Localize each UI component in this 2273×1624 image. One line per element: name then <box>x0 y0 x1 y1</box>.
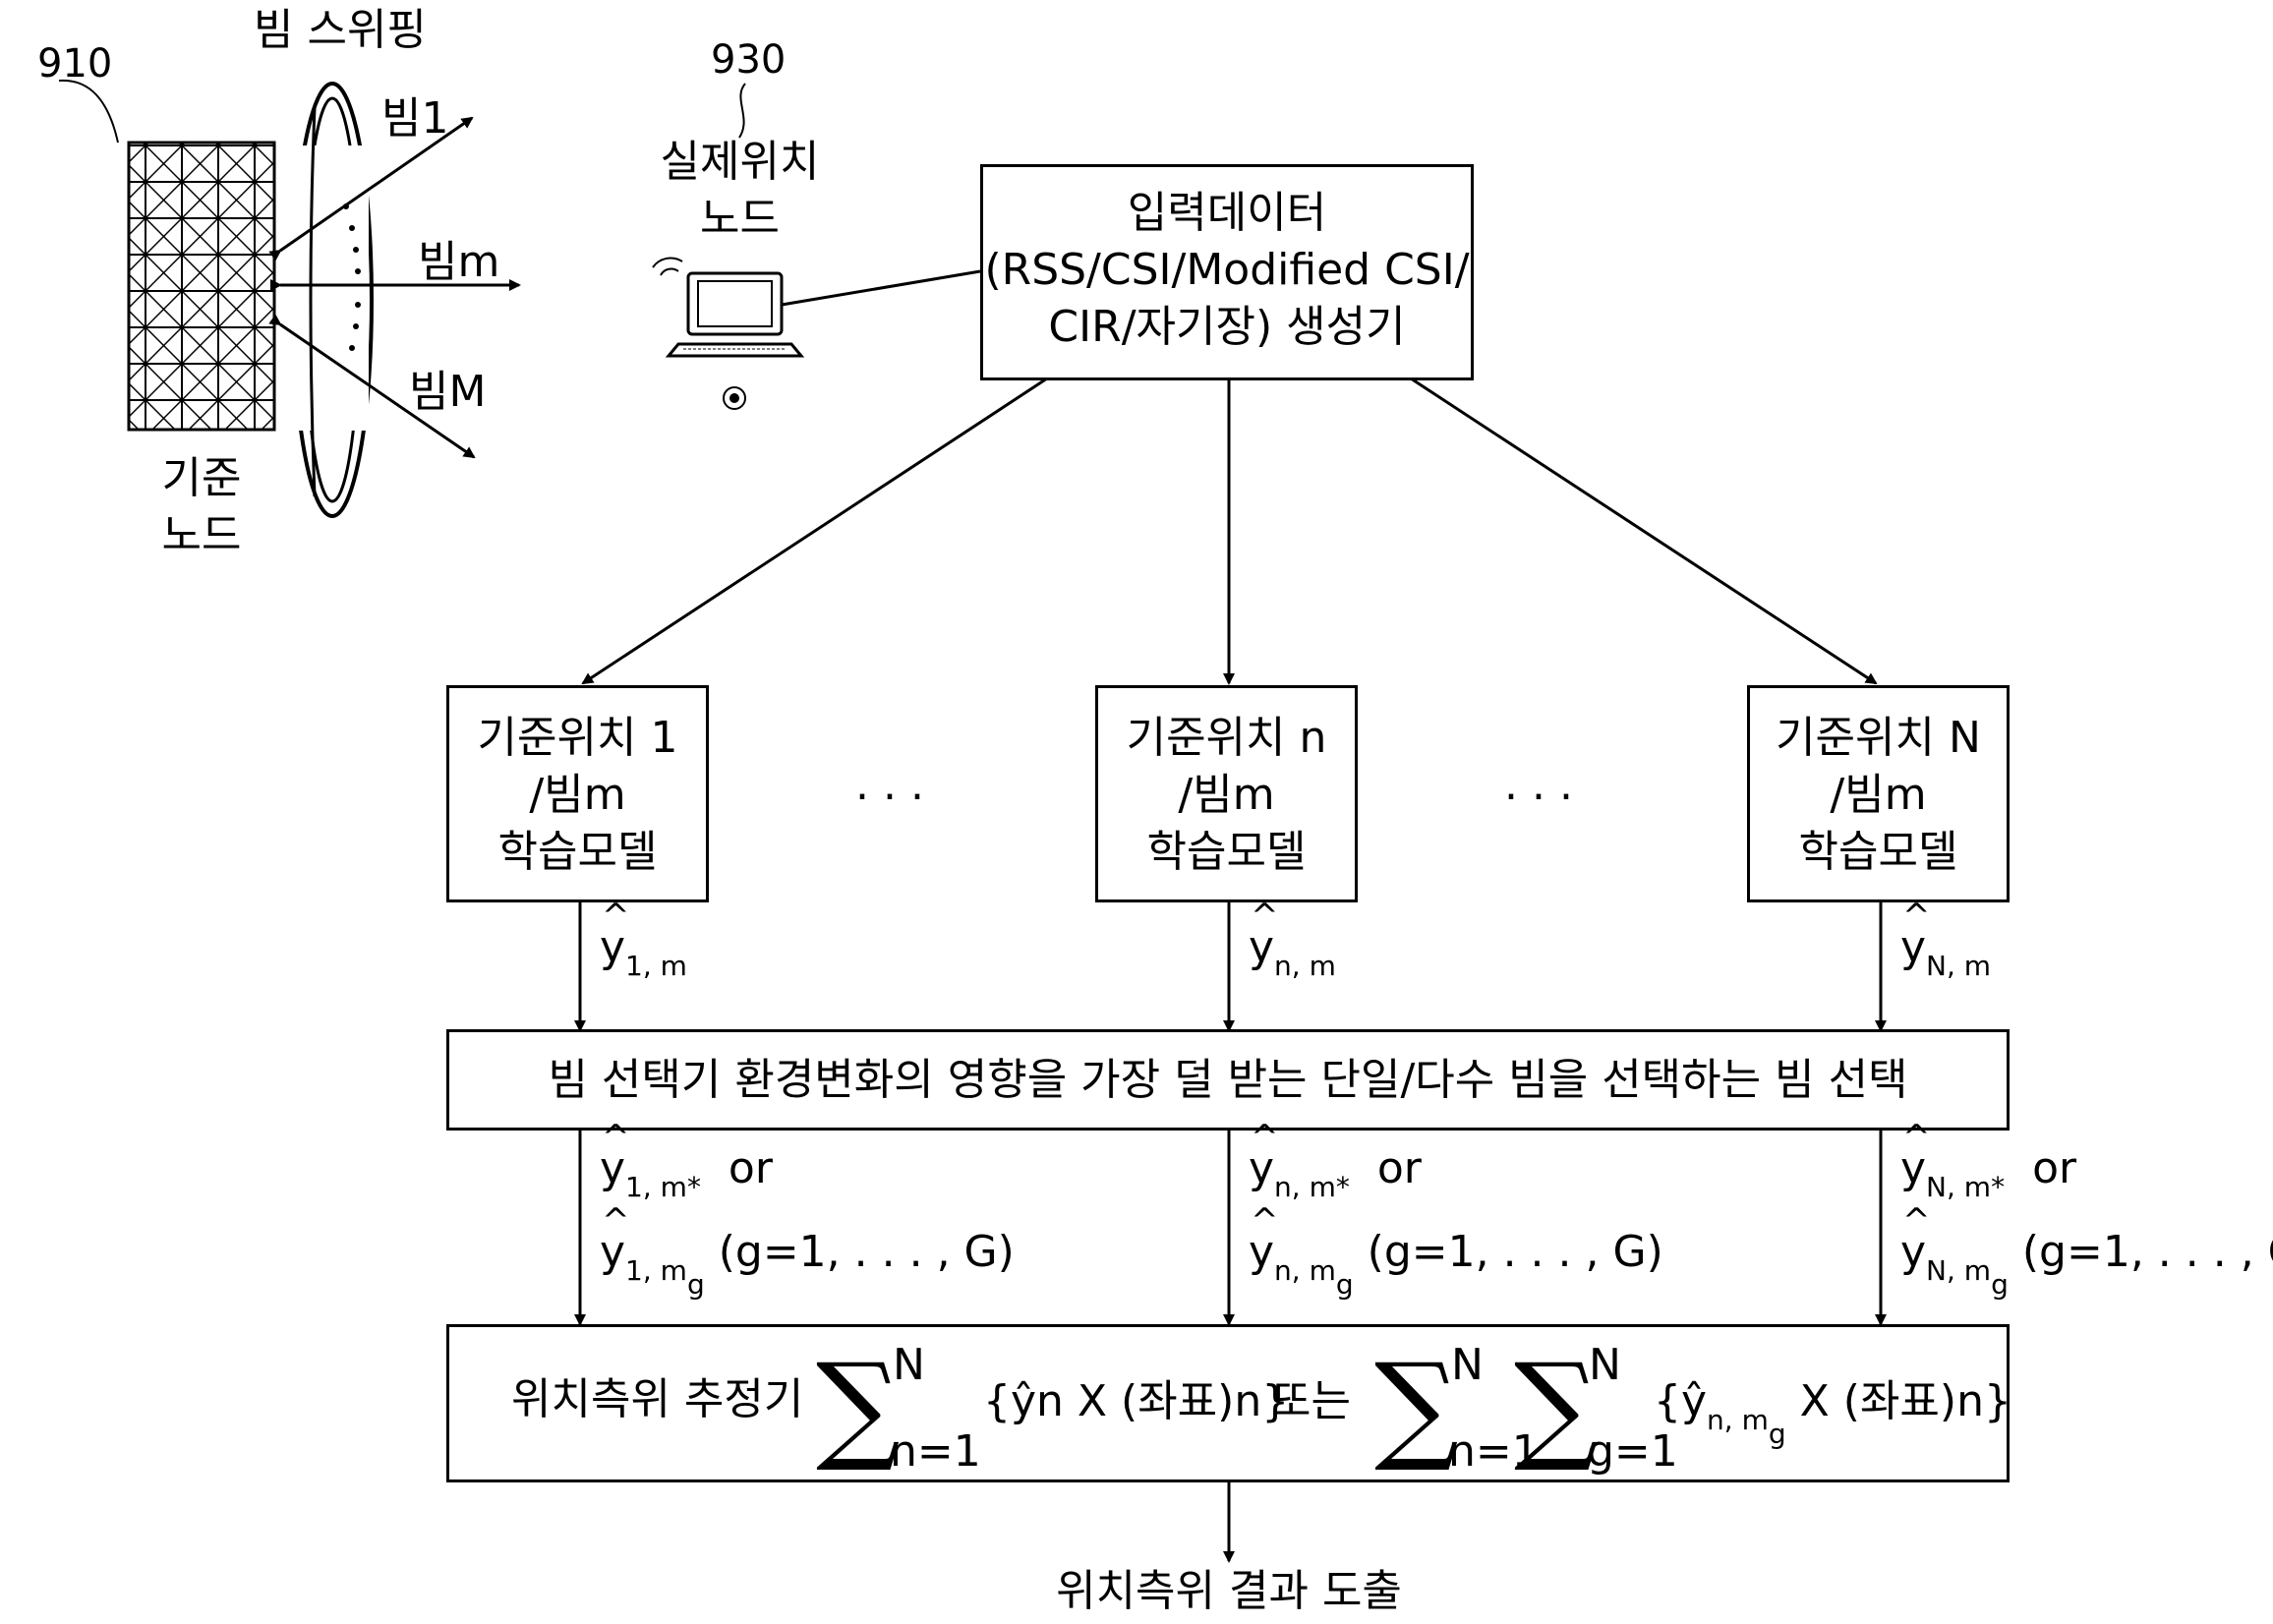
estimator-term-2: {ŷn, mg X (좌표)n} <box>1654 1373 2011 1463</box>
ellipsis-2: . . . <box>1504 757 1573 814</box>
laptop-generator-link <box>782 271 980 305</box>
antenna-array <box>129 143 274 430</box>
arrow-gen-modelN <box>1411 378 1876 683</box>
selected-1: y1, m* or y1, mg (g=1, . . . , G) <box>600 1140 1015 1313</box>
yhat-n-m: yn, m <box>1249 919 1336 995</box>
yhat-N-m: yN, m <box>1900 919 1991 995</box>
arrow-gen-model1 <box>583 378 1047 683</box>
selected-N: yN, m* or yN, mg (g=1, . . . , G) <box>1900 1140 2273 1313</box>
beam-sweeping-label: 빔 스위핑 <box>254 2 427 59</box>
sum3-upper: N <box>1589 1337 1621 1394</box>
or-korean: 또는 <box>1271 1373 1351 1430</box>
model-box-n: 기준위치 n/빔m학습모델 <box>1095 685 1358 902</box>
ref-930: 930 <box>711 31 786 88</box>
result-label: 위치측위 결과 도출 <box>1032 1563 1426 1620</box>
yhat-1-m: y1, m <box>600 919 687 995</box>
ellipsis-1: . . . <box>855 757 924 814</box>
base-node-label: 기준노드 <box>147 450 256 564</box>
input-data-generator-box: 입력데이터 (RSS/CSI/Modified CSI/ CIR/자기장) 생성… <box>980 164 1474 380</box>
beam-1-label: 빔1 <box>381 90 448 147</box>
model-box-1: 기준위치 1/빔m학습모델 <box>446 685 709 902</box>
beam-m-label: 빔m <box>418 234 499 291</box>
beam-M-label: 빔M <box>409 364 486 421</box>
actual-node-label: 실제위치노드 <box>649 134 831 248</box>
beam-selector-box: 빔 선택기 환경변화의 영향을 가장 덜 받는 단일/다수 빔을 선택하는 빔 … <box>446 1029 2010 1131</box>
estimator-term-1: {ŷn X (좌표)n} <box>983 1373 1289 1430</box>
selected-n: yn, m* or yn, mg (g=1, . . . , G) <box>1249 1140 1663 1313</box>
sum2-upper: N <box>1451 1337 1484 1394</box>
ref-910: 910 <box>37 35 112 92</box>
model-box-N: 기준위치 N/빔m학습모델 <box>1747 685 2010 902</box>
estimator-label: 위치측위 추정기 <box>511 1371 803 1428</box>
sum-symbol-2: ∑ <box>1374 1349 1459 1467</box>
sum1-upper: N <box>893 1337 925 1394</box>
sum-symbol-3: ∑ <box>1514 1349 1599 1467</box>
laptop-icon <box>653 259 801 409</box>
sum1-lower: n=1 <box>890 1423 981 1480</box>
sum-symbol-1: ∑ <box>816 1349 901 1467</box>
